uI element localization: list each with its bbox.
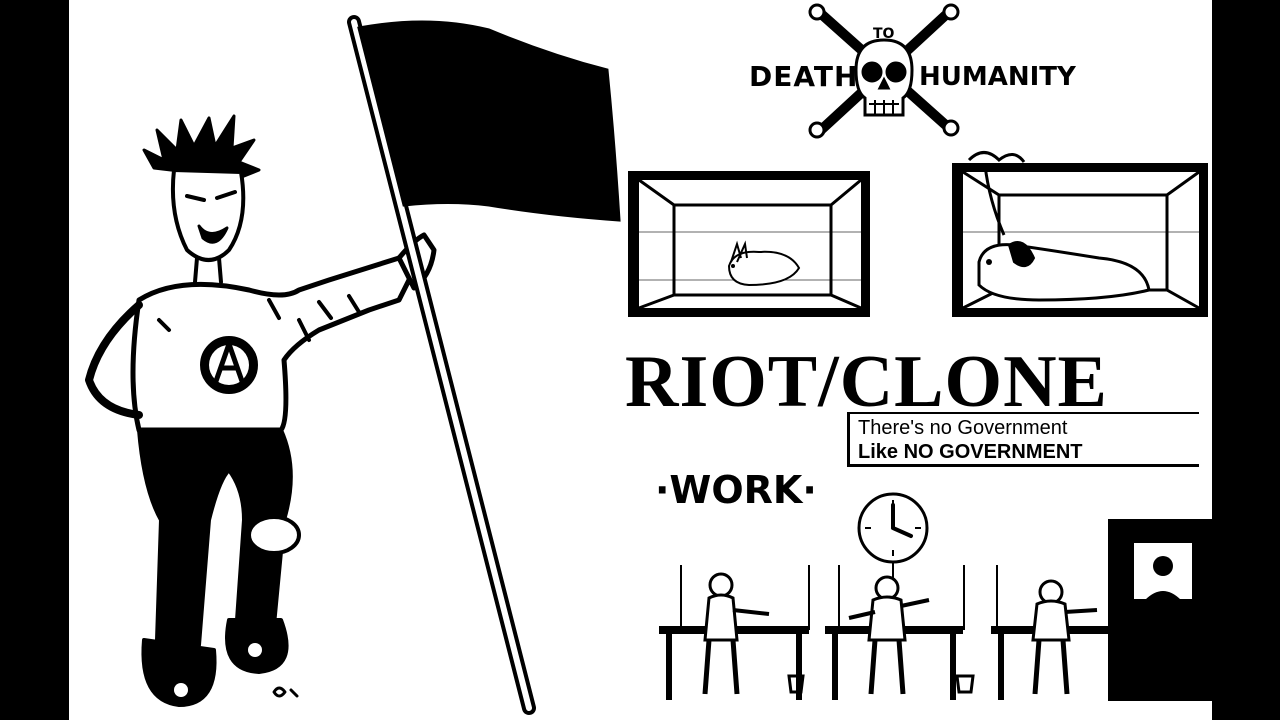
riot-clone-poster-artwork: TO DEATH HUMANITY RIOT/CLONE There's no … <box>69 0 1212 720</box>
banner-word-humanity: HUMANITY <box>919 62 1076 92</box>
worker-figure <box>1031 579 1098 695</box>
worker-figure <box>848 575 930 695</box>
wall-clock-icon <box>857 492 929 581</box>
slogan-line-2: Like NO GOVERNMENT <box>858 441 1083 463</box>
dog-cage-illustration <box>952 151 1208 317</box>
poster-illustration <box>85 3 1212 715</box>
work-label: ·WORK· <box>655 468 817 512</box>
slogan-line-1: There's no Government <box>858 417 1068 439</box>
band-name-title: RIOT/CLONE <box>625 341 1108 423</box>
workers-scene-illustration <box>659 519 1212 701</box>
worker-figure <box>702 572 770 695</box>
punk-figure-illustration <box>85 114 437 707</box>
skull-and-crossbones-icon <box>808 3 960 139</box>
rabbit-cage-illustration <box>628 171 870 317</box>
banner-word-death: DEATH <box>749 60 859 93</box>
banner-small-word: TO <box>873 26 895 42</box>
slogan-box: There's no Government Like NO GOVERNMENT <box>847 412 1199 467</box>
black-flag-icon <box>347 15 621 715</box>
